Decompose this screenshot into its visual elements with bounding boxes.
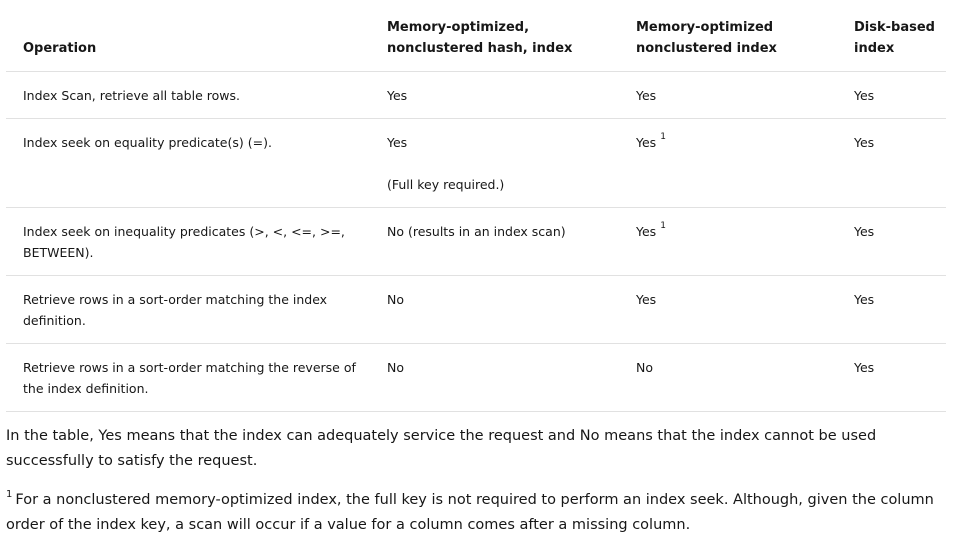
cell-operation: Index seek on inequality predicates (>, … bbox=[6, 207, 370, 276]
cell-operation: Retrieve rows in a sort-order matching t… bbox=[6, 343, 370, 412]
cell-hash: Yes bbox=[370, 71, 619, 119]
cell-operation: Index Scan, retrieve all table rows. bbox=[6, 71, 370, 119]
cell-nonclustered-value: Yes bbox=[636, 135, 657, 150]
cell-operation: Index seek on equality predicate(s) (=). bbox=[6, 118, 370, 208]
footnote-text: For a nonclustered memory-optimized inde… bbox=[6, 492, 934, 533]
document: Operation Memory-optimized, nonclustered… bbox=[6, 0, 946, 538]
cell-disk: Yes bbox=[837, 343, 946, 412]
header-memory-optimized-hash: Memory-optimized, nonclustered hash, ind… bbox=[370, 0, 619, 72]
cell-hash-value: No bbox=[387, 292, 404, 307]
table-row: Retrieve rows in a sort-order matching t… bbox=[6, 343, 946, 412]
table-row: Index seek on equality predicate(s) (=).… bbox=[6, 118, 946, 208]
cell-nonclustered-value: Yes bbox=[636, 88, 657, 103]
cell-disk: Yes bbox=[837, 275, 946, 344]
cell-nonclustered: No bbox=[619, 343, 837, 412]
cell-hash-value: No bbox=[387, 360, 404, 375]
footnote-ref: 1 bbox=[660, 221, 666, 231]
header-disk-based: Disk-based index bbox=[837, 0, 946, 72]
cell-hash: No bbox=[370, 343, 619, 412]
cell-hash-note: (Full key required.) bbox=[387, 177, 505, 192]
table-header-row: Operation Memory-optimized, nonclustered… bbox=[6, 0, 946, 72]
cell-hash-value: Yes bbox=[387, 135, 408, 150]
cell-hash-value: Yes bbox=[387, 88, 408, 103]
cell-nonclustered-value: Yes bbox=[636, 292, 657, 307]
cell-disk: Yes bbox=[837, 71, 946, 119]
cell-disk: Yes bbox=[837, 207, 946, 276]
cell-nonclustered: Yes bbox=[619, 275, 837, 344]
cell-hash: Yes (Full key required.) bbox=[370, 118, 619, 208]
header-memory-optimized-nonclustered: Memory-optimized nonclustered index bbox=[619, 0, 837, 72]
header-operation: Operation bbox=[6, 0, 370, 72]
cell-disk: Yes bbox=[837, 118, 946, 208]
cell-operation: Retrieve rows in a sort-order matching t… bbox=[6, 275, 370, 344]
table-row: Index seek on inequality predicates (>, … bbox=[6, 207, 946, 276]
explanation-paragraph: In the table, Yes means that the index c… bbox=[6, 428, 877, 469]
footnote-ref: 1 bbox=[660, 132, 666, 142]
cell-nonclustered: Yes bbox=[619, 71, 837, 119]
index-comparison-table: Operation Memory-optimized, nonclustered… bbox=[6, 0, 946, 412]
cell-nonclustered-value: Yes bbox=[636, 224, 657, 239]
table-row: Retrieve rows in a sort-order matching t… bbox=[6, 275, 946, 344]
cell-hash: No (results in an index scan) bbox=[370, 207, 619, 276]
cell-hash-value: No (results in an index scan) bbox=[387, 224, 566, 239]
cell-nonclustered-value: No bbox=[636, 360, 653, 375]
table-row: Index Scan, retrieve all table rows. Yes… bbox=[6, 71, 946, 119]
cell-hash: No bbox=[370, 275, 619, 344]
footnote-marker: 1 bbox=[6, 489, 13, 500]
